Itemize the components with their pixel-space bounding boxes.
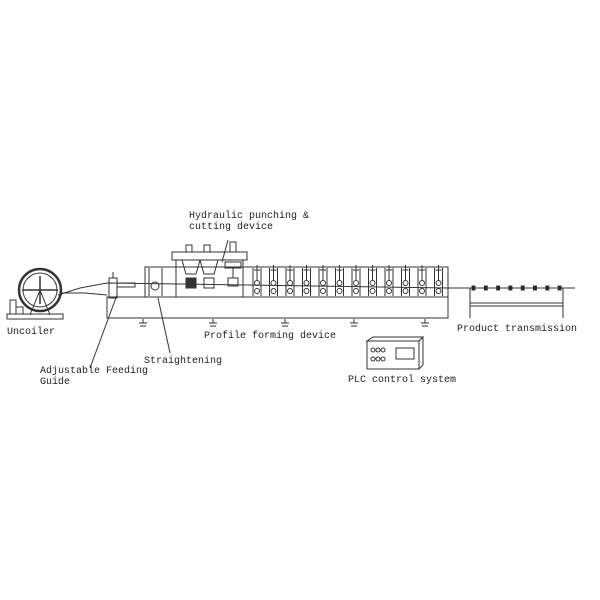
- roller-stand: [285, 265, 295, 296]
- label-plc: PLC control system: [348, 375, 457, 386]
- base-frame: [106, 266, 449, 319]
- roller-stand: [269, 265, 278, 296]
- label-uncoiler: Uncoiler: [7, 327, 56, 338]
- roller-stand: [335, 265, 344, 296]
- transmission-roller: [557, 285, 562, 291]
- label-profile-forming: Profile forming device: [204, 331, 337, 342]
- transmission-roller: [545, 285, 550, 291]
- hydraulic-unit: [171, 239, 248, 297]
- label-product-transmission: Product transmission: [457, 324, 578, 335]
- roller-stand: [434, 265, 443, 296]
- label-hydraulic-2: cutting device: [189, 222, 274, 233]
- roller-stand: [302, 265, 311, 296]
- roller-stand: [401, 265, 410, 296]
- label-feeding-guide-2: Guide: [40, 377, 71, 388]
- transmission-roller: [483, 285, 488, 291]
- transmission-roller: [496, 285, 501, 291]
- roller-stand: [351, 265, 361, 296]
- support-feet: [139, 319, 429, 327]
- straightening-unit: [148, 268, 163, 296]
- leader-lines: [89, 294, 171, 369]
- roller-stands: [252, 265, 443, 296]
- feeding-guide: [108, 272, 136, 299]
- roller-stand: [384, 265, 394, 296]
- transmission-roller: [520, 285, 525, 291]
- transmission-table: [469, 288, 564, 318]
- transmission-roller: [508, 285, 513, 291]
- transmission-rollers: [471, 285, 562, 291]
- roller-stand: [368, 265, 377, 296]
- transmission-roller: [533, 285, 537, 291]
- label-feeding-guide: Adjustable Feeding: [40, 366, 149, 377]
- roller-stand: [318, 265, 328, 296]
- uncoiler: [6, 267, 64, 320]
- transmission-roller: [471, 285, 476, 291]
- roller-stand: [252, 265, 262, 296]
- label-hydraulic: Hydraulic punching &: [189, 211, 310, 222]
- plc-cabinet: [365, 336, 425, 370]
- roller-stand: [417, 265, 427, 296]
- label-straightening: Straightening: [144, 356, 223, 367]
